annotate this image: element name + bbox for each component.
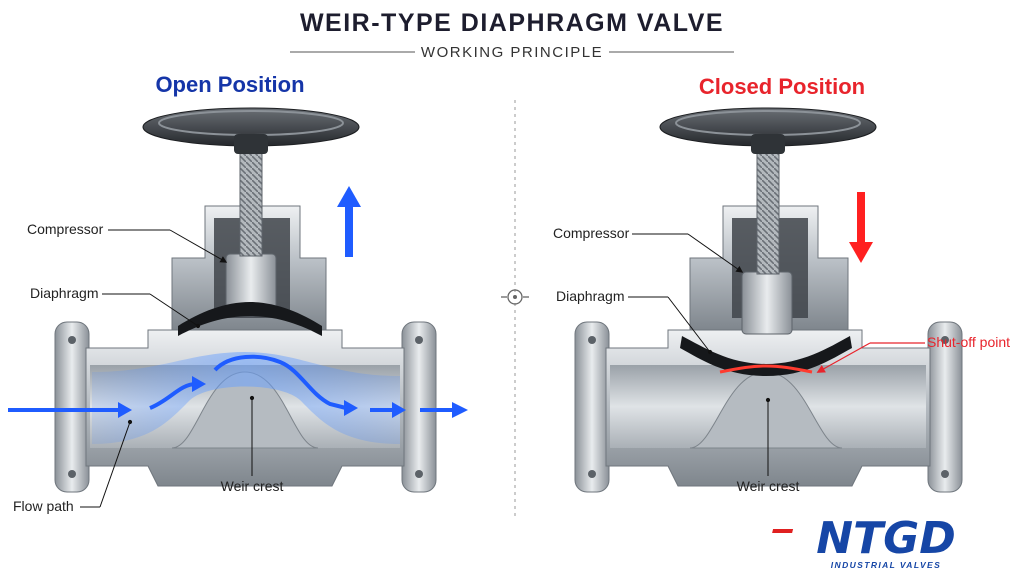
logo-accent-bar xyxy=(772,529,794,533)
flow-arrow-head xyxy=(344,400,358,416)
subtitle: WORKING PRINCIPLE xyxy=(421,44,603,61)
open-outlet-flange xyxy=(401,321,437,493)
closed-inlet-flange xyxy=(574,321,610,493)
closed-down-arrow-icon xyxy=(849,192,873,263)
open-diaphragm-leader xyxy=(149,293,201,329)
shutoff-leader xyxy=(816,342,871,373)
closed-position-title: Closed Position xyxy=(699,74,865,99)
open-inlet-flange xyxy=(54,321,90,493)
closed-compressor-leader xyxy=(687,233,744,273)
flow-arrows xyxy=(8,354,468,418)
closed-diaphragm-leader xyxy=(667,296,713,355)
open-compressor xyxy=(225,253,277,311)
ntgd-logo: NTGD INDUSTRIAL VALVES xyxy=(772,513,956,570)
flow-arrow-head xyxy=(392,402,406,418)
closed-stem xyxy=(756,149,780,275)
flow-arrow xyxy=(213,354,347,410)
flow-path-label: Flow path xyxy=(13,498,74,514)
flow-arrow-head xyxy=(118,402,132,418)
closed-compressor-label: Compressor xyxy=(553,225,630,241)
open-flow-glow xyxy=(92,352,400,444)
shutoff-point-label: Shut-off point xyxy=(927,334,1010,350)
open-up-arrow-icon xyxy=(337,186,361,257)
closed-diaphragm xyxy=(680,336,852,376)
logo-tagline: INDUSTRIAL VALVES xyxy=(831,560,941,570)
flow-arrow-head xyxy=(192,376,206,392)
shutoff-seal-line xyxy=(719,364,813,374)
closed-handwheel-icon xyxy=(659,107,877,154)
closed-diaphragm-label: Diaphragm xyxy=(556,288,624,304)
open-handwheel-icon xyxy=(142,107,360,154)
open-valve xyxy=(54,107,437,493)
closed-compressor xyxy=(741,271,793,335)
closed-weir-crest-label: Weir crest xyxy=(737,478,800,494)
open-diaphragm-label: Diaphragm xyxy=(30,285,98,301)
open-diaphragm xyxy=(178,302,322,336)
open-compressor-leader xyxy=(169,229,228,263)
open-compressor-label: Compressor xyxy=(27,221,104,237)
open-weir-crest-label: Weir crest xyxy=(221,478,284,494)
flow-arrow-head xyxy=(452,402,468,418)
logo-wordmark: NTGD xyxy=(816,513,955,564)
crosshair-icon xyxy=(501,289,529,305)
open-stem xyxy=(239,149,263,257)
main-title: WEIR-TYPE DIAPHRAGM VALVE xyxy=(300,9,724,37)
open-position-title: Open Position xyxy=(155,72,304,97)
flow-path-leader xyxy=(99,419,133,508)
